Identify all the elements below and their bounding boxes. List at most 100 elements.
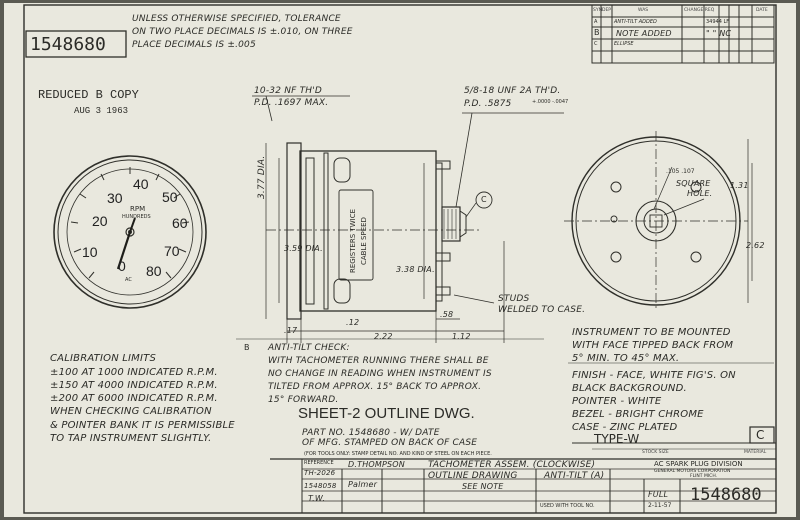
tb-company-1: GENERAL MOTORS CORPORATION bbox=[654, 469, 731, 474]
dial-numeral-70: 70 bbox=[164, 243, 180, 259]
rev-col-was: WAS bbox=[638, 8, 649, 13]
tb-initials: T.W. bbox=[308, 494, 326, 503]
calibration-line-5: TO TAP INSTRUMENT SLIGHTLY. bbox=[50, 433, 212, 444]
finish-line-4: CASE - ZINC PLATED bbox=[572, 422, 678, 433]
dim-12: .12 bbox=[346, 318, 360, 327]
part-note-0: PART NO. 1548680 - W/ DATE bbox=[302, 428, 440, 438]
tb-title-line-1: OUTLINE DRAWING bbox=[428, 471, 518, 481]
dial-numeral-80: 80 bbox=[146, 263, 162, 279]
tb-sub-number: 1548058 bbox=[304, 482, 337, 490]
dim-112: 1.12 bbox=[452, 332, 471, 341]
rear-square-dim: .105 .107 bbox=[666, 168, 695, 175]
inner-label-1: REGISTERS TWICE bbox=[349, 208, 357, 273]
drawing-number-box: 1548680 bbox=[30, 34, 106, 55]
thread-callout-1-pd: P.D. .1697 MAX. bbox=[254, 98, 329, 108]
tolerance-note-line-3: PLACE DECIMALS IS ±.005 bbox=[132, 40, 256, 50]
mounting-line-2: 5° MIN. TO 45° MAX. bbox=[572, 353, 680, 364]
rev-col-dep: DEP bbox=[602, 8, 612, 13]
tools-note: (FOR TOOLS ONLY: STAMP DETAIL NO. AND KI… bbox=[304, 451, 492, 457]
rev-row-c-sym: C bbox=[594, 41, 598, 47]
rev-row-a-text: ANTI-TILT ADDED bbox=[614, 19, 657, 25]
pd-tolerance: +.0000 -.0047 bbox=[532, 99, 569, 105]
rev-letter-box: C bbox=[756, 428, 765, 442]
rev-row-a-ref: 34944 LF bbox=[706, 19, 730, 25]
reduced-copy-stamp: REDUCED B COPY bbox=[38, 88, 139, 102]
dim-58: .58 bbox=[440, 310, 454, 319]
calibration-line-1: ±150 AT 4000 INDICATED R.P.M. bbox=[50, 380, 218, 391]
callout-c-marker: C bbox=[481, 195, 487, 204]
anti-tilt-line-3: TILTED FROM APPROX. 15° BACK TO APPROX. bbox=[268, 382, 482, 392]
calibration-line-4: & POINTER BANK IT IS PERMISSIBLE bbox=[50, 420, 235, 431]
stamp-date: AUG 3 1963 bbox=[74, 106, 129, 116]
finish-line-3: BEZEL - BRIGHT CHROME bbox=[572, 409, 704, 420]
tb-date: 2-11-57 bbox=[648, 502, 672, 509]
dial-numeral-30: 30 bbox=[107, 190, 123, 206]
finish-line-2: POINTER - WHITE bbox=[572, 396, 662, 407]
dim-inner-dia: 3.59 DIA. bbox=[284, 244, 323, 253]
dim-body-dia: 3.77 DIA. bbox=[257, 155, 267, 199]
inner-label-2: CABLE SPEED bbox=[360, 217, 368, 265]
rev-row-c-text: ELLIPSE bbox=[614, 41, 634, 47]
rev-col-sym: SYM bbox=[593, 8, 603, 13]
anti-tilt-line-4: 15° FORWARD. bbox=[268, 395, 339, 405]
drawing-linework bbox=[23, 4, 777, 514]
rev-row-b-text: NOTE ADDED bbox=[616, 29, 672, 38]
tb-ref-number: TH-2026 bbox=[304, 469, 336, 477]
rear-square-hole-2: HOLE. bbox=[687, 189, 713, 198]
studs-note: STUDS bbox=[498, 294, 530, 304]
rev-col-date: DATE bbox=[756, 8, 768, 13]
sheet-title: SHEET-2 OUTLINE DWG. bbox=[298, 405, 475, 422]
type-label: TYPE-W bbox=[594, 432, 640, 446]
calibration-line-3: WHEN CHECKING CALIBRATION bbox=[50, 406, 212, 417]
mounting-line-0: INSTRUMENT TO BE MOUNTED bbox=[572, 327, 731, 338]
tolerance-note-line-1: UNLESS OTHERWISE SPECIFIED, TOLERANCE bbox=[132, 14, 341, 24]
dial-unit: RPM bbox=[130, 205, 146, 213]
drawing-sheet: 1548680 UNLESS OTHERWISE SPECIFIED, TOLE… bbox=[4, 3, 796, 517]
dim-17: .17 bbox=[284, 326, 298, 335]
tb-scale: FULL bbox=[648, 490, 669, 499]
tb-drawn-by: D.THOMPSON bbox=[348, 460, 405, 469]
part-note-1: OF MFG. STAMPED ON BACK OF CASE bbox=[302, 438, 478, 448]
rev-row-b-ref: " " NC bbox=[706, 29, 732, 38]
dim-rear-dia: 3.38 DIA. bbox=[396, 265, 435, 274]
dial-numeral-50: 50 bbox=[162, 189, 178, 205]
tb-used-with: USED WITH TOOL NO. bbox=[540, 503, 595, 509]
finish-line-0: FINISH - FACE, WHITE FIG'S. ON bbox=[572, 370, 736, 381]
calibration-title: CALIBRATION LIMITS bbox=[50, 353, 157, 364]
thread-callout-2: 5/8-18 UNF 2A TH'D. bbox=[464, 86, 561, 96]
dial-multiplier: HUNDREDS bbox=[122, 214, 151, 220]
calibration-line-0: ±100 AT 1000 INDICATED R.P.M. bbox=[50, 367, 218, 378]
rear-square-hole: SQUARE bbox=[676, 179, 711, 188]
thread-callout-1: 10-32 NF TH'D bbox=[254, 86, 323, 96]
thread-callout-2-pd: P.D. .5875 bbox=[464, 99, 512, 109]
rev-col-change-req: CHANGE REQ bbox=[684, 8, 715, 13]
dial-numeral-0: 0 bbox=[118, 258, 126, 274]
dial-numeral-20: 20 bbox=[92, 213, 108, 229]
dial-numeral-60: 60 bbox=[172, 215, 188, 231]
rear-dim-262: 2.62 bbox=[746, 241, 765, 250]
rear-dim-131: 1.31 bbox=[730, 181, 749, 190]
dial-brand: AC bbox=[125, 277, 132, 283]
tb-company: AC SPARK PLUG DIVISION bbox=[654, 460, 743, 468]
dial-numeral-40: 40 bbox=[133, 176, 149, 192]
tb-drawing-number: 1548680 bbox=[690, 485, 762, 505]
tb-reference: REFERENCE bbox=[304, 460, 334, 466]
studs-note-2: WELDED TO CASE. bbox=[498, 305, 586, 315]
dim-222: 2.22 bbox=[374, 332, 393, 341]
calibration-line-2: ±200 AT 6000 INDICATED R.P.M. bbox=[50, 393, 218, 404]
tb-anti-tilt: ANTI-TILT (A) bbox=[544, 471, 605, 481]
stock-size-label: STOCK SIZE bbox=[642, 450, 669, 455]
anti-tilt-ref-b: B bbox=[244, 343, 250, 352]
mounting-line-1: WITH FACE TIPPED BACK FROM bbox=[572, 340, 734, 351]
tb-checked: Palmer bbox=[348, 480, 378, 489]
rev-row-b-sym: B bbox=[594, 28, 600, 37]
finish-line-1: BLACK BACKGROUND. bbox=[572, 383, 687, 394]
material-label: MATERIAL bbox=[744, 450, 767, 455]
dial-numeral-10: 10 bbox=[82, 244, 98, 260]
tb-company-2: FLINT MICH. bbox=[690, 474, 718, 479]
anti-tilt-line-0: ANTI-TILT CHECK: bbox=[268, 343, 350, 353]
anti-tilt-line-2: NO CHANGE IN READING WHEN INSTRUMENT IS bbox=[268, 369, 492, 379]
rev-row-a-sym: A bbox=[594, 19, 598, 25]
anti-tilt-line-1: WITH TACHOMETER RUNNING THERE SHALL BE bbox=[268, 356, 489, 366]
tb-title-line-0: TACHOMETER ASSEM. (CLOCKWISE) bbox=[428, 460, 596, 470]
